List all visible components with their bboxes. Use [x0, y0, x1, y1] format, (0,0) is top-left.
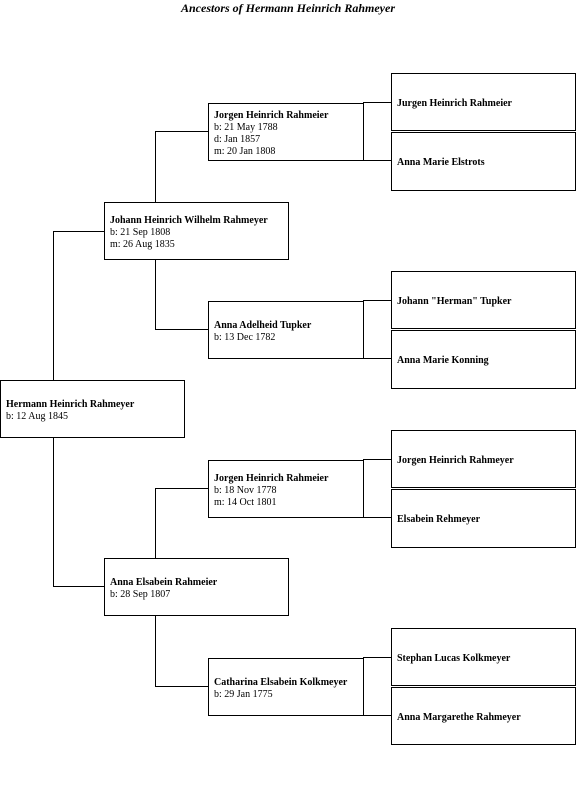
- person-box-maternal-grandmother[interactable]: Catharina Elsabein Kolkmeyer b: 29 Jan 1…: [208, 658, 364, 716]
- person-box-paternal-grandfather[interactable]: Jorgen Heinrich Rahmeier b: 21 May 1788 …: [208, 103, 364, 161]
- person-name: Anna Elsabein Rahmeier: [110, 577, 218, 588]
- person-name: Jorgen Heinrich Rahmeier: [214, 110, 329, 121]
- person-name: Stephan Lucas Kolkmeyer: [397, 653, 511, 664]
- person-box-paternal-grandmother[interactable]: Anna Adelheid Tupker b: 13 Dec 1782: [208, 301, 364, 359]
- person-box-root[interactable]: Hermann Heinrich Rahmeyer b: 12 Aug 1845: [0, 380, 185, 438]
- person-box-father[interactable]: Johann Heinrich Wilhelm Rahmeyer b: 21 S…: [104, 202, 289, 260]
- person-name: Anna Adelheid Tupker: [214, 320, 312, 331]
- person-box-maternal-grandfather[interactable]: Jorgen Heinrich Rahmeier b: 18 Nov 1778 …: [208, 460, 364, 518]
- person-name: Elsabein Rehmeyer: [397, 514, 481, 525]
- person-name: Hermann Heinrich Rahmeyer: [6, 399, 135, 410]
- person-box-great-grandparent-2[interactable]: Anna Marie Elstrots: [391, 132, 576, 191]
- person-name: Johann Heinrich Wilhelm Rahmeyer: [110, 215, 268, 226]
- person-birth: b: 13 Dec 1782: [214, 332, 276, 343]
- person-name: Anna Marie Elstrots: [397, 157, 485, 168]
- person-name: Jurgen Heinrich Rahmeier: [397, 98, 512, 109]
- person-marriage: m: 20 Jan 1808: [214, 146, 276, 157]
- person-birth: b: 18 Nov 1778: [214, 485, 277, 496]
- person-birth: b: 12 Aug 1845: [6, 411, 68, 422]
- person-box-great-grandparent-6[interactable]: Elsabein Rehmeyer: [391, 489, 576, 548]
- person-name: Anna Margarethe Rahmeyer: [397, 712, 521, 723]
- person-box-great-grandparent-8[interactable]: Anna Margarethe Rahmeyer: [391, 687, 576, 745]
- person-name: Anna Marie Konning: [397, 355, 489, 366]
- person-box-great-grandparent-7[interactable]: Stephan Lucas Kolkmeyer: [391, 628, 576, 686]
- person-birth: b: 28 Sep 1807: [110, 589, 171, 600]
- person-box-great-grandparent-4[interactable]: Anna Marie Konning: [391, 330, 576, 389]
- person-birth: b: 21 May 1788: [214, 122, 278, 133]
- person-marriage: m: 14 Oct 1801: [214, 497, 277, 508]
- person-birth: b: 21 Sep 1808: [110, 227, 171, 238]
- person-name: Catharina Elsabein Kolkmeyer: [214, 677, 348, 688]
- person-box-mother[interactable]: Anna Elsabein Rahmeier b: 28 Sep 1807: [104, 558, 289, 616]
- person-marriage: m: 26 Aug 1835: [110, 239, 175, 250]
- person-box-great-grandparent-3[interactable]: Johann "Herman" Tupker: [391, 271, 576, 329]
- chart-title: Ancestors of Hermann Heinrich Rahmeyer: [180, 1, 395, 15]
- person-death: d: Jan 1857: [214, 134, 261, 145]
- person-box-great-grandparent-1[interactable]: Jurgen Heinrich Rahmeier: [391, 73, 576, 131]
- person-name: Johann "Herman" Tupker: [397, 296, 512, 307]
- person-name: Jorgen Heinrich Rahmeier: [214, 473, 329, 484]
- person-name: Jorgen Heinrich Rahmeyer: [397, 455, 514, 466]
- person-birth: b: 29 Jan 1775: [214, 689, 273, 700]
- person-box-great-grandparent-5[interactable]: Jorgen Heinrich Rahmeyer: [391, 430, 576, 488]
